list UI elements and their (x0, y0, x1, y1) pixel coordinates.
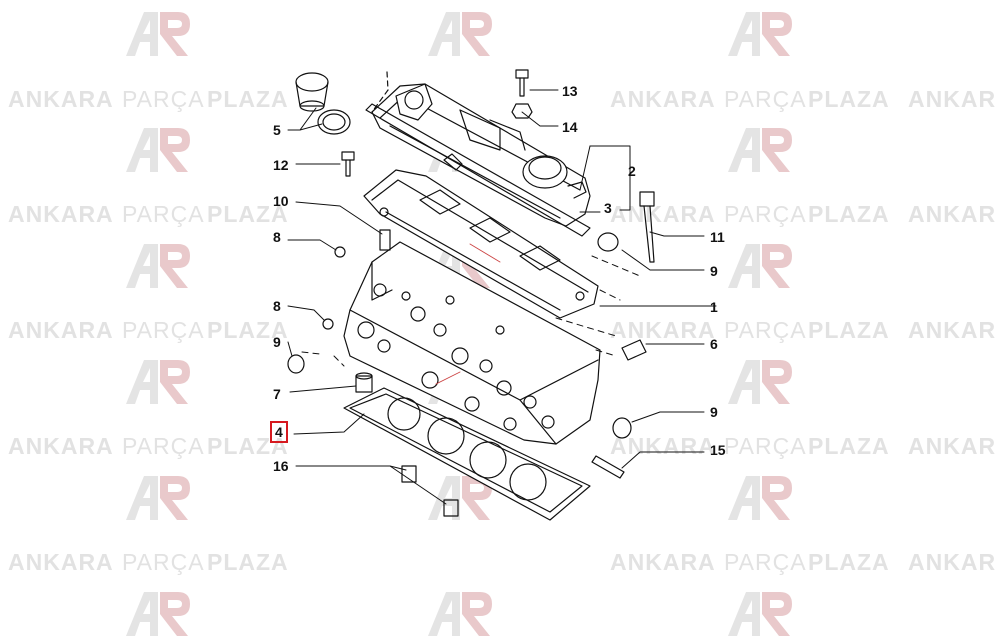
watermark-word: ANKAR (908, 86, 997, 112)
watermark-word: PLAZA (808, 433, 890, 459)
oil-filler-cap (295, 72, 351, 135)
ap-monogram-logo-icon (126, 244, 190, 288)
ap-monogram-logo-icon (126, 476, 190, 520)
cover-gasket (365, 103, 591, 237)
cylinder-head-line-art (287, 69, 717, 521)
callout-7: 7 (273, 386, 281, 402)
callout-16: 16 (273, 458, 289, 474)
ball-8a (334, 246, 346, 258)
watermark-word: ANKARA (610, 549, 716, 575)
watermark-word: PARÇA (122, 549, 205, 575)
callout-5: 5 (273, 122, 281, 138)
sensor-6 (621, 339, 647, 361)
watermark-word: PLAZA (808, 317, 890, 343)
cylinder-head (343, 241, 601, 445)
watermark-word: PARÇA (122, 201, 205, 227)
bolt-12 (341, 151, 355, 177)
callout-3: 3 (604, 200, 612, 216)
rocker-cover (371, 71, 591, 227)
watermark-word: ANKARA (8, 549, 114, 575)
watermark-word: PLAZA (207, 433, 289, 459)
bolt-13 (515, 69, 529, 97)
ap-monogram-logo-icon (428, 12, 492, 56)
callout-9-left: 9 (273, 334, 281, 350)
watermark-word: PLAZA (207, 86, 289, 112)
nut-14 (511, 103, 533, 119)
watermark-word: ANKARA (610, 317, 716, 343)
watermark-word: PLAZA (808, 201, 890, 227)
watermark-word: ANKAR (908, 201, 997, 227)
watermark-word: PARÇA (122, 433, 205, 459)
callout-12: 12 (273, 157, 289, 173)
watermark-word: ANKARA (610, 201, 716, 227)
ap-monogram-logo-icon (728, 476, 792, 520)
ring-9b (597, 232, 619, 252)
watermark-word: ANKAR (908, 549, 997, 575)
watermark-word: PARÇA (724, 86, 807, 112)
ring-9c (612, 417, 632, 439)
callout-13: 13 (562, 83, 578, 99)
watermark-word: PLAZA (207, 549, 289, 575)
watermark-word: ANKARA (8, 201, 114, 227)
watermark-word: PLAZA (207, 317, 289, 343)
callout-8-lower: 8 (273, 298, 281, 314)
ap-monogram-logo-icon (728, 244, 792, 288)
watermark-word: PARÇA (122, 86, 205, 112)
watermark-word: ANKARA (8, 317, 114, 343)
ap-monogram-logo-icon (728, 360, 792, 404)
watermark-word: PARÇA (724, 433, 807, 459)
ap-monogram-logo-icon (728, 12, 792, 56)
ap-monogram-logo-icon (126, 12, 190, 56)
ring-9a (287, 354, 305, 374)
ap-monogram-logo-icon (126, 128, 190, 172)
dowel-16 (401, 465, 459, 517)
watermark-word: PLAZA (808, 86, 890, 112)
callout-6: 6 (710, 336, 718, 352)
callout-10: 10 (273, 193, 289, 209)
callout-9-upper-right: 9 (710, 263, 718, 279)
callout-11: 11 (710, 229, 725, 245)
callout-8-upper: 8 (273, 229, 281, 245)
watermark-word: ANKAR (908, 317, 997, 343)
watermark-word: ANKARA (610, 86, 716, 112)
watermark-word: PARÇA (724, 201, 807, 227)
callout-15: 15 (710, 442, 726, 458)
stud-15 (591, 455, 625, 479)
camshaft-carrier (363, 169, 599, 319)
dowel-10 (379, 229, 391, 251)
watermark-word: PLAZA (808, 549, 890, 575)
ball-8b (322, 318, 334, 330)
watermark-word: ANKARA (610, 433, 716, 459)
head-gasket (343, 387, 591, 521)
bushing-7 (355, 372, 373, 393)
watermark-word: PARÇA (724, 317, 807, 343)
watermark-word: PLAZA (207, 201, 289, 227)
callout-4-highlighted[interactable]: 4 (270, 421, 288, 443)
head-bolt-11 (639, 191, 655, 263)
callout-2: 2 (628, 163, 636, 179)
watermark-word: PARÇA (724, 549, 807, 575)
callout-1: 1 (710, 299, 718, 315)
watermark-word: PARÇA (122, 317, 205, 343)
watermark-word: ANKARA (8, 86, 114, 112)
callout-14: 14 (562, 119, 578, 135)
ap-monogram-logo-icon (728, 128, 792, 172)
ap-monogram-logo-icon (428, 476, 492, 520)
watermark-word: ANKAR (908, 433, 997, 459)
watermark-word: ANKARA (8, 433, 114, 459)
ap-monogram-logo-icon (126, 360, 190, 404)
callout-9-lower-right: 9 (710, 404, 718, 420)
